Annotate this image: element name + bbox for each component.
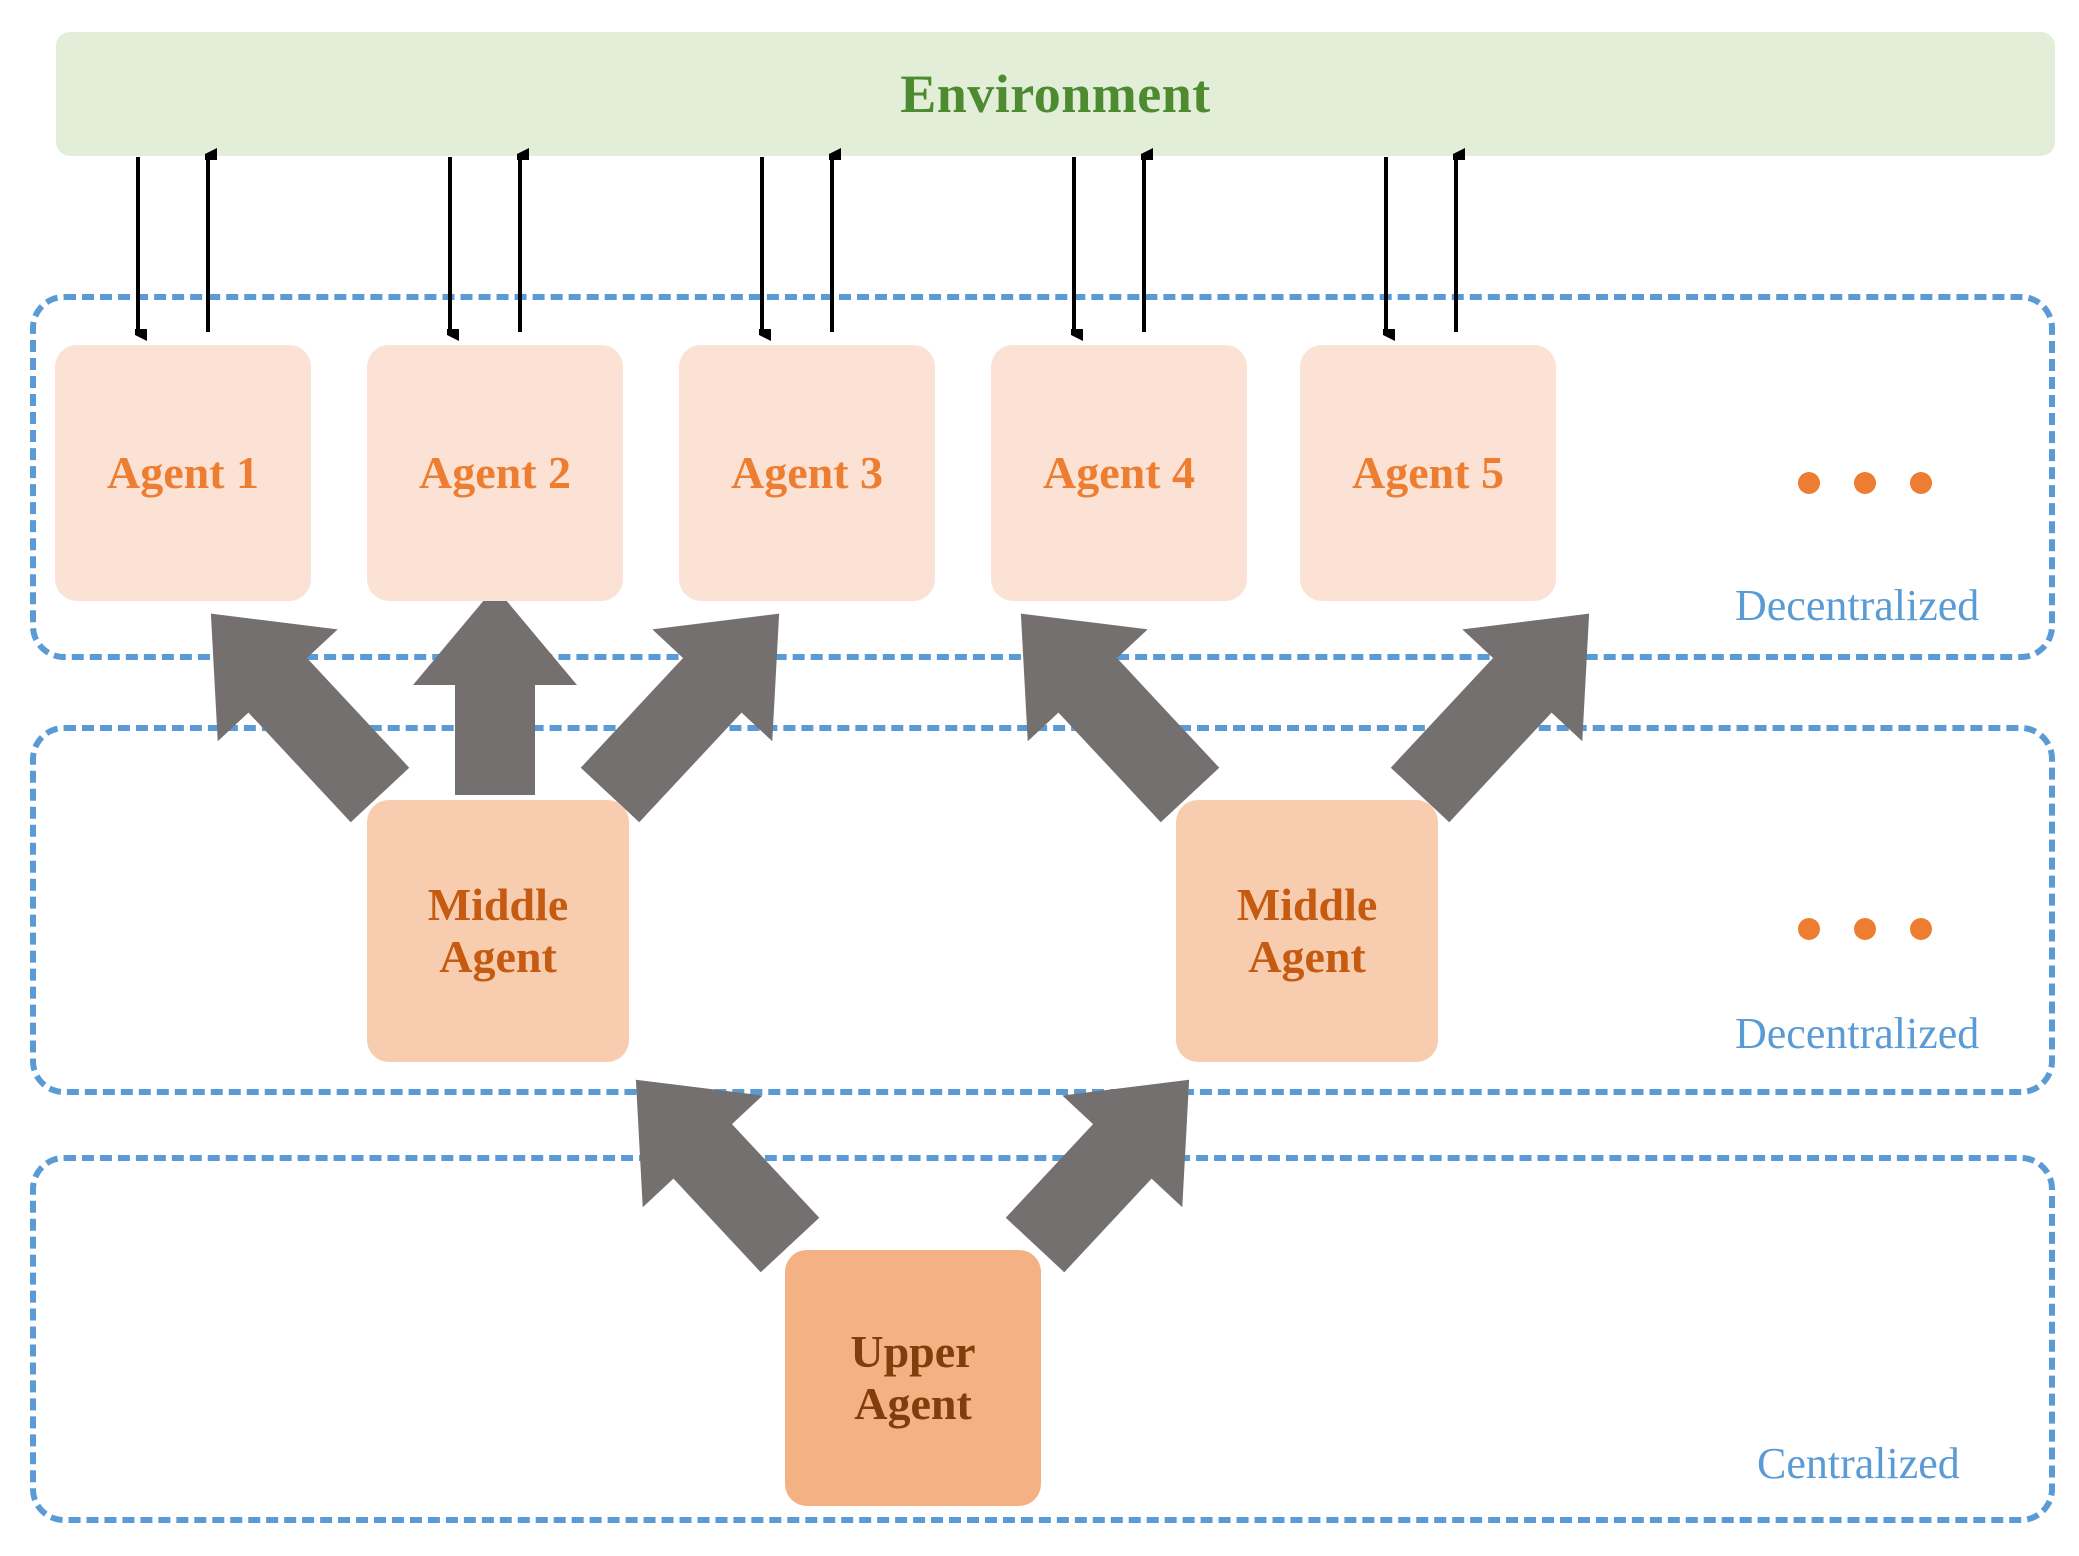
ellipsis-dots-middle-agents (1798, 918, 1932, 940)
middle-agent-left-label: Middle Agent (428, 879, 569, 982)
region-label-decentralized-middle: Decentralized (1735, 1009, 1980, 1058)
middle-agent-left-line-1: Middle (427, 879, 569, 931)
agent-node-1-label: Agent 1 (106, 447, 260, 499)
agent-node-3-label: Agent 3 (730, 447, 884, 499)
upper-agent-line-1: Upper (850, 1326, 976, 1378)
upper-agent-node[interactable]: Upper Agent (785, 1250, 1041, 1506)
ellipsis-dots-agents (1798, 472, 1932, 494)
environment-box: Environment (56, 32, 2055, 156)
region-label-centralized: Centralized (1757, 1439, 1960, 1488)
agent-node-1[interactable]: Agent 1 (55, 345, 311, 601)
dot-icon (1854, 918, 1876, 940)
middle-agent-node-left[interactable]: Middle Agent (367, 800, 629, 1062)
upper-agent-label: Upper Agent (850, 1326, 975, 1429)
environment-label: Environment (900, 64, 1211, 124)
dot-icon (1798, 918, 1820, 940)
region-label-decentralized-top: Decentralized (1735, 581, 1980, 630)
agent-node-5[interactable]: Agent 5 (1300, 345, 1556, 601)
agent-node-3[interactable]: Agent 3 (679, 345, 935, 601)
agent-node-5-label: Agent 5 (1351, 447, 1505, 499)
middle-agent-right-line-1: Middle (1236, 879, 1378, 931)
dot-icon (1854, 472, 1876, 494)
middle-agent-right-line-2: Agent (1248, 931, 1366, 982)
dot-icon (1910, 472, 1932, 494)
agent-node-2-label: Agent 2 (418, 447, 572, 499)
middle-agent-left-line-2: Agent (439, 931, 557, 982)
agent-node-2[interactable]: Agent 2 (367, 345, 623, 601)
middle-agent-right-label: Middle Agent (1237, 879, 1378, 982)
dot-icon (1910, 918, 1932, 940)
upper-agent-line-2: Agent (854, 1378, 972, 1429)
dot-icon (1798, 472, 1820, 494)
middle-agent-node-right[interactable]: Middle Agent (1176, 800, 1438, 1062)
agent-node-4-label: Agent 4 (1042, 447, 1196, 499)
region-centralized (30, 1155, 2055, 1523)
agent-node-4[interactable]: Agent 4 (991, 345, 1247, 601)
